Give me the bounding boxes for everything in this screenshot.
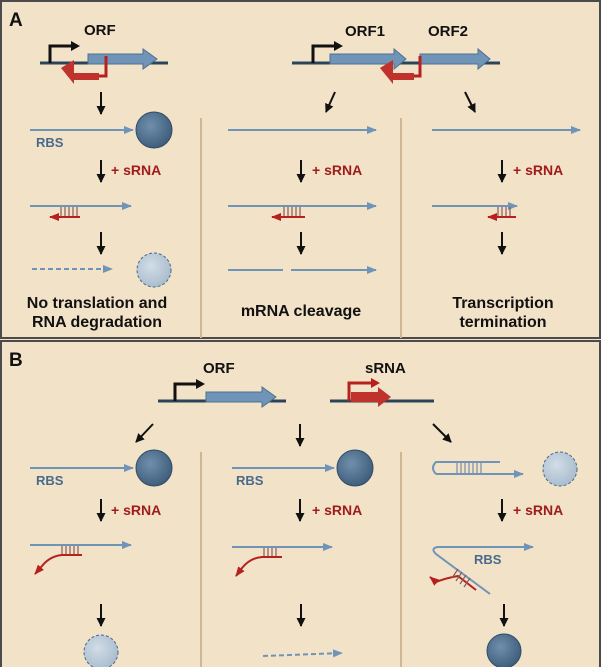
panel-b-letter: B bbox=[9, 350, 23, 371]
ribosome bbox=[486, 633, 522, 667]
step-arrow bbox=[432, 423, 452, 443]
orf-label-b: ORF bbox=[203, 360, 235, 377]
terminated-transcript bbox=[432, 202, 518, 221]
operon-a: ORF1 ORF2 bbox=[292, 23, 500, 84]
caption-col1: No translation and bbox=[27, 295, 167, 312]
ribosome bbox=[135, 449, 173, 487]
opened-hairpin-duplex bbox=[429, 543, 534, 595]
srna-label: + sRNA bbox=[513, 162, 563, 178]
promoter-arrow bbox=[48, 44, 72, 63]
orf2-label: ORF2 bbox=[428, 23, 468, 40]
srna-label: + sRNA bbox=[513, 502, 563, 518]
rbs-label: RBS bbox=[36, 135, 64, 150]
mrna-srna-duplex bbox=[232, 543, 333, 577]
gene-orf-b: ORF bbox=[158, 360, 286, 408]
step-arrow bbox=[135, 423, 154, 443]
panel-a-letter: A bbox=[9, 10, 23, 31]
rbs-label: RBS bbox=[474, 552, 502, 567]
mrna-srna-duplex bbox=[30, 202, 132, 221]
degraded-mrna bbox=[262, 649, 343, 658]
mrna-srna-duplex bbox=[30, 541, 132, 575]
mrna-srna-duplex bbox=[228, 202, 377, 221]
srna-label: + sRNA bbox=[111, 162, 161, 178]
srna-label: + sRNA bbox=[111, 502, 161, 518]
ribosome-absent bbox=[542, 451, 578, 487]
orf-label-a: ORF bbox=[84, 22, 116, 39]
orf1-label: ORF1 bbox=[345, 23, 385, 40]
ribosome-absent bbox=[136, 252, 172, 288]
ribosome bbox=[336, 449, 374, 487]
rbs-label: RBS bbox=[36, 473, 64, 488]
caption-col2: mRNA cleavage bbox=[241, 303, 361, 320]
gene-srna-b: sRNA bbox=[330, 360, 434, 407]
srna-gene-label: sRNA bbox=[365, 360, 406, 377]
rbs-label: RBS bbox=[236, 473, 264, 488]
step-arrow bbox=[464, 91, 476, 113]
srna-label: + sRNA bbox=[312, 162, 362, 178]
step-arrow bbox=[325, 91, 336, 113]
gene-orf-a: ORF bbox=[40, 22, 168, 84]
caption-col3: Transcription bbox=[452, 295, 553, 312]
ribosome-absent bbox=[83, 634, 119, 667]
hairpin-mrna bbox=[432, 461, 524, 478]
caption-col1-line2: RNA degradation bbox=[32, 314, 162, 331]
caption-col3-line2: termination bbox=[459, 314, 546, 331]
ribosome bbox=[135, 111, 173, 149]
srna-label: + sRNA bbox=[312, 502, 362, 518]
